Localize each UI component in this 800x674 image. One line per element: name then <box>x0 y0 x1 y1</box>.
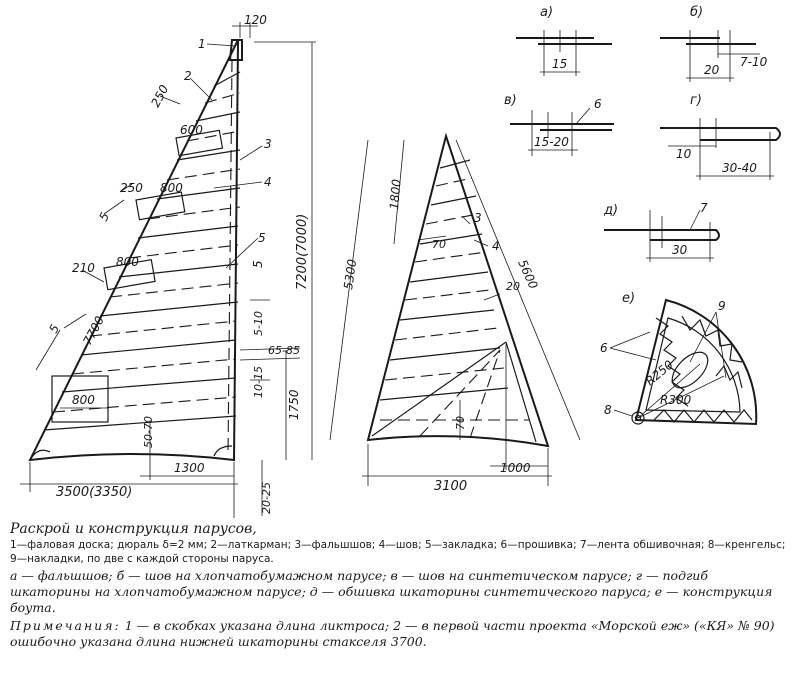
dim-mast: 7200(7000) <box>295 214 310 290</box>
caption-parts: а — фальшшов; б — шов на хлопчатобумажно… <box>10 568 773 615</box>
dim-top-l: 250 <box>148 82 171 109</box>
detail-e-c6: 6 <box>600 341 608 355</box>
detail-d: д) 7 30 <box>603 201 720 262</box>
mainsail: 120 250 600 250 800 5 210 800 5 7700 800… <box>20 13 316 518</box>
mainsail-outline <box>28 39 239 462</box>
callout-3: 3 <box>264 137 272 151</box>
detail-e: е) R250 R300 6 8 9 <box>600 291 758 426</box>
dim-mid-l: 250 <box>120 181 143 195</box>
dim-20-25: 20-25 <box>260 482 273 514</box>
jib-dim-luff: 5300 <box>341 258 359 291</box>
detail-b-label: б) <box>690 5 703 20</box>
dim-bottom-batten: 800 <box>72 393 95 407</box>
dim-lower-l: 210 <box>72 261 95 275</box>
dim-5b: 5 <box>46 322 62 335</box>
detail-b: б) 20 7-10 <box>660 5 768 82</box>
dim-top: 120 <box>244 13 267 27</box>
detail-e-c8: 8 <box>604 403 612 417</box>
jib-callout-4: 4 <box>492 239 500 253</box>
caption-legend: 1—фаловая доска; дюраль δ=2 мм; 2—латкар… <box>10 539 786 565</box>
detail-d-dim: 30 <box>672 243 688 257</box>
dim-65-85: 65-85 <box>268 344 300 357</box>
dim-50-70: 50-70 <box>142 416 155 448</box>
jib-dim-top: 1800 <box>387 178 404 210</box>
jib-dim-w70: 70 <box>432 238 446 251</box>
callout-5: 5 <box>258 231 266 245</box>
dim-1750: 1750 <box>287 389 301 420</box>
jib-outline <box>366 132 550 448</box>
head-board <box>228 39 243 61</box>
detail-b-dim2: 7-10 <box>740 55 768 69</box>
dim-foot: 3500(3350) <box>56 485 132 500</box>
detail-e-label: е) <box>622 291 635 306</box>
caption-notes: Примечания: 1 — в скобках указана длина … <box>10 618 792 650</box>
jib-dim-w20: 20 <box>506 280 520 293</box>
callout-2: 2 <box>184 69 192 83</box>
dim-10-15: 10-15 <box>252 366 265 398</box>
dim-batten: 800 <box>160 181 183 195</box>
dim-5-10: 5-10 <box>252 311 265 336</box>
detail-v-callout: 6 <box>594 97 602 111</box>
dim-r5: 5 <box>251 260 265 268</box>
caption-notes-label: Примечания: <box>10 618 121 633</box>
detail-b-dim: 20 <box>704 63 720 77</box>
dim-5a: 5 <box>96 210 112 223</box>
detail-v-label: в) <box>504 93 517 108</box>
dim-bottom: 1300 <box>174 461 205 475</box>
caption-notes-text: 1 — в скобках указана длина ликтроса; 2 … <box>10 618 775 649</box>
detail-a-label: а) <box>540 5 553 20</box>
detail-a-dim: 15 <box>552 57 567 71</box>
detail-e-r2: R300 <box>660 393 692 407</box>
detail-v: в) 6 15-20 <box>504 93 614 156</box>
callout-1: 1 <box>198 37 206 51</box>
sail-diagram: 120 250 600 250 800 5 210 800 5 7700 800… <box>20 5 781 518</box>
detail-e-r1: R250 <box>643 357 676 388</box>
detail-v-dim: 15-20 <box>534 135 569 149</box>
detail-e-c9: 9 <box>718 299 726 313</box>
jib: 1800 5300 5600 70 20 70 3100 1000 3 4 <box>329 132 581 494</box>
caption-title: Раскрой и конструкция парусов, <box>10 521 257 537</box>
jib-dim-clew: 1000 <box>500 461 531 475</box>
jib-dim-v70: 70 <box>454 416 467 430</box>
callout-4: 4 <box>264 175 272 189</box>
jib-dim-foot: 3100 <box>434 479 467 494</box>
dim-leech: 7700 <box>80 314 107 348</box>
detail-d-label: д) <box>603 203 618 218</box>
detail-g-dim: 10 <box>676 147 692 161</box>
jib-callout-3: 3 <box>474 211 482 225</box>
detail-d-callout: 7 <box>700 201 708 215</box>
detail-g: г) 10 30-40 <box>660 93 781 180</box>
dim-lower-batten: 800 <box>116 255 139 269</box>
detail-g-label: г) <box>690 93 702 108</box>
dim-pocket: 600 <box>180 123 203 137</box>
figure-caption: Раскрой и конструкция парусов, 1—фаловая… <box>10 520 792 650</box>
detail-g-dim2: 30-40 <box>722 161 757 175</box>
detail-a: а) 15 <box>516 5 612 76</box>
